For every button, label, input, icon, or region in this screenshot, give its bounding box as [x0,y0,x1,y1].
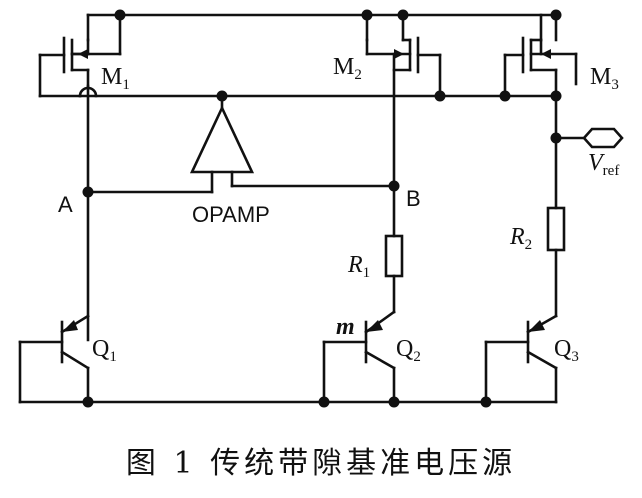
transistor-m2 [365,36,442,188]
label-opamp: OPAMP [192,202,270,227]
label-ratio-m: m [336,314,355,340]
transistor-q3 [484,314,558,404]
label-r1: R1 [347,252,370,281]
label-q3: Q3 [554,336,579,365]
resistor-r2 [546,206,566,252]
circuit-schematic: M1 M2 M3 A B OPAMP R1 R2 Vref m Q1 Q2 Q3 [18,9,624,408]
transistor-q1 [18,314,90,404]
label-q2: Q2 [396,336,421,365]
label-m2: M2 [333,54,362,83]
transistor-m3 [503,36,578,98]
figure-caption: 图 1 传统带隙基准电压源 [125,446,517,481]
resistor-r1 [384,234,404,278]
vref-terminal [582,127,624,149]
transistor-m1 [38,36,122,98]
node-a [82,186,94,198]
label-node-a: A [58,192,73,217]
label-m1: M1 [101,64,130,93]
label-m3: M3 [590,64,619,93]
label-vref: Vref [588,150,619,179]
label-node-b: B [406,186,421,211]
opamp [189,94,255,194]
label-r2: R2 [509,224,532,253]
label-q1: Q1 [92,336,117,365]
transistor-q2 [322,310,396,404]
